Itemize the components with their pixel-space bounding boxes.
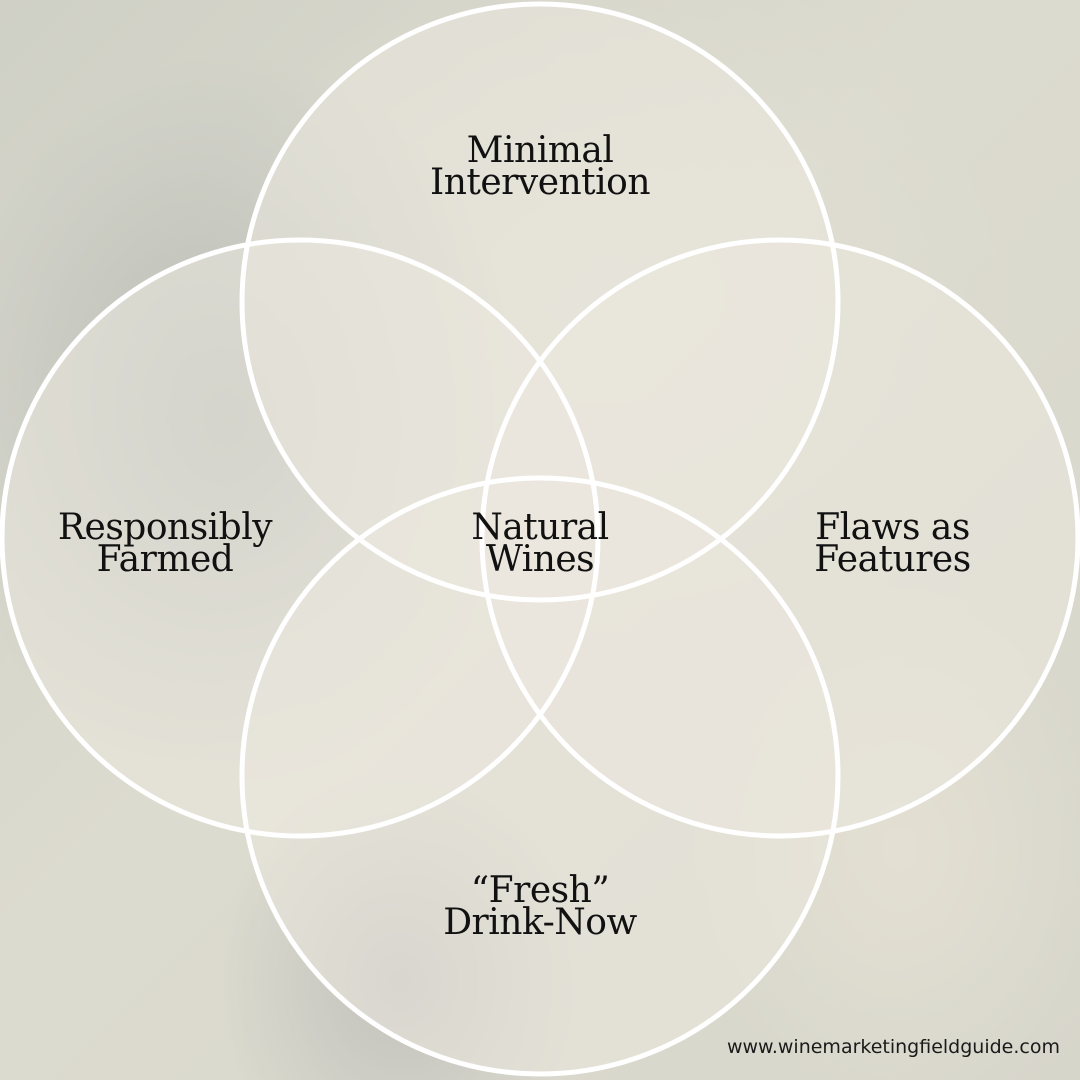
circle-outline-top (239, 1, 841, 603)
label-flaws-as-features: Flaws as Features (814, 507, 971, 580)
circle-outline-right (479, 237, 1080, 839)
label-fresh-drink-now: “Fresh” Drink-Now (443, 870, 637, 943)
website-url[interactable]: www.winemarketingfieldguide.com (726, 1036, 1060, 1058)
circle-outline-left (0, 237, 601, 839)
label-responsibly-farmed: Responsibly Farmed (57, 507, 273, 580)
label-natural-wines: Natural Wines (471, 507, 609, 580)
label-minimal-intervention: Minimal Intervention (429, 130, 651, 203)
circle-fill-bottom (242, 478, 838, 1074)
circle-outline-bottom (239, 475, 841, 1077)
